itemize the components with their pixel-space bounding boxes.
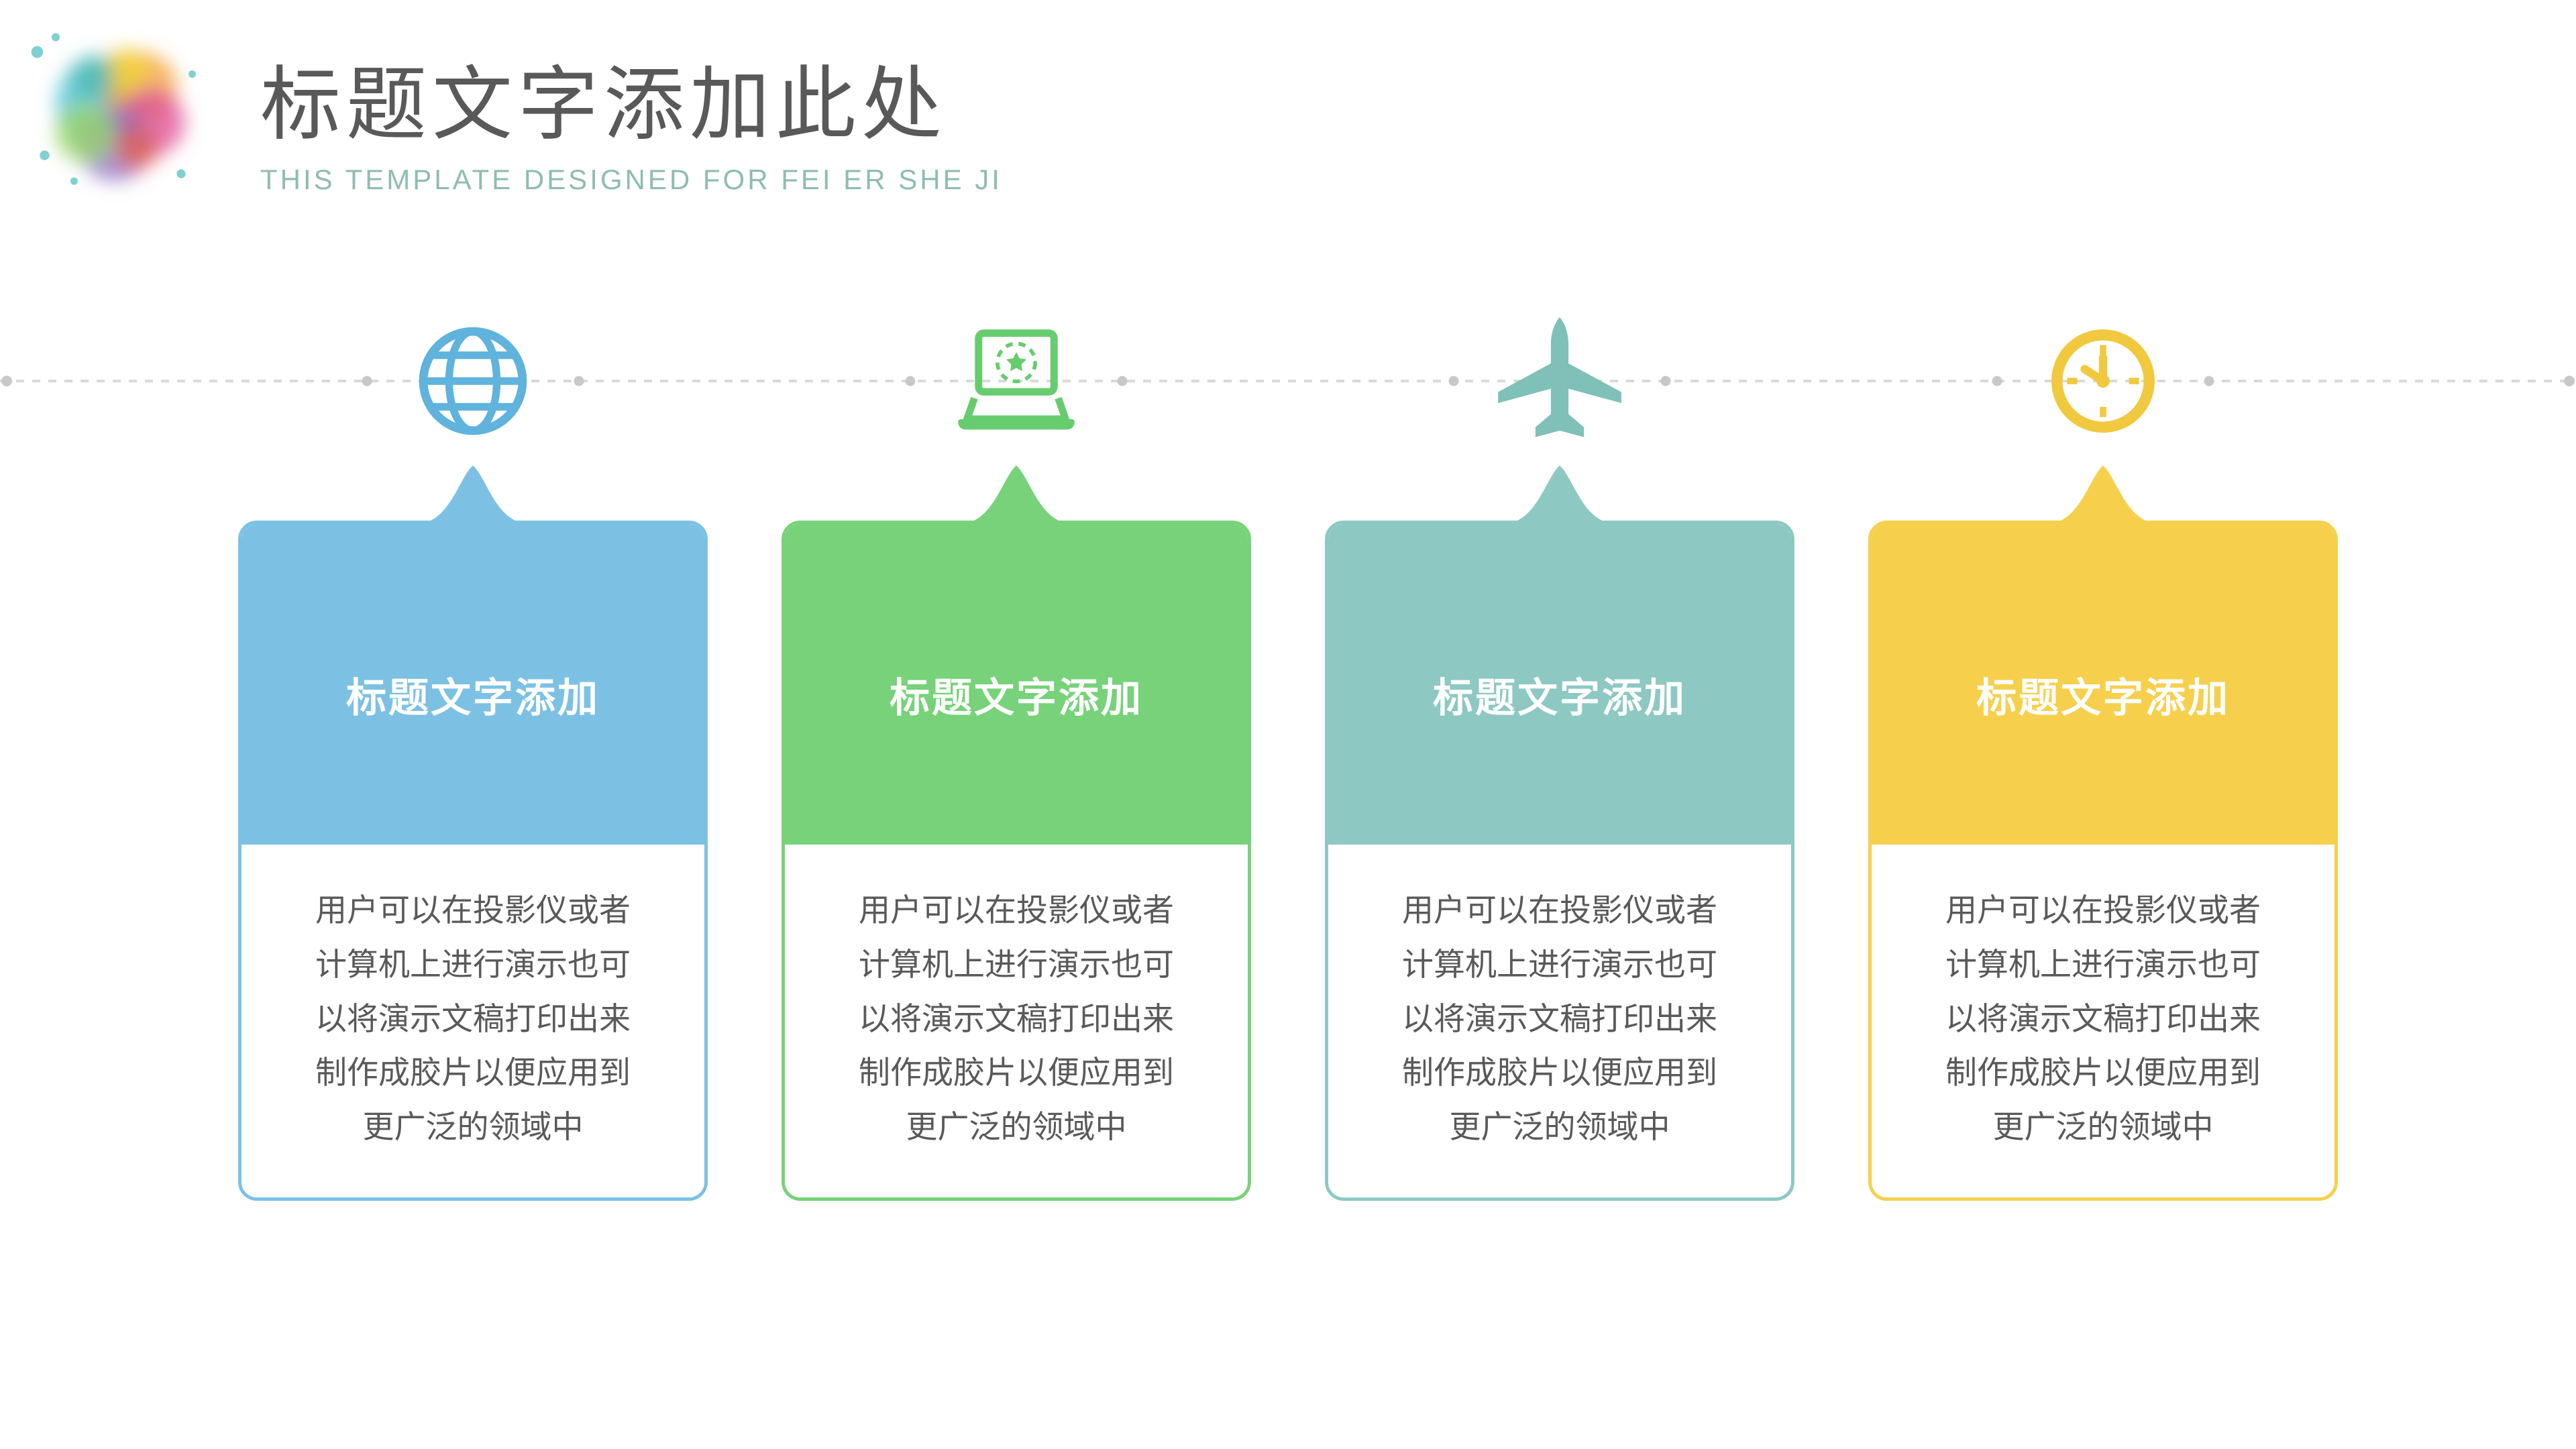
page-title: 标题文字添加此处 bbox=[260, 60, 947, 150]
card-body-text: 用户可以在投影仪或者计算机上进行演示也可以将演示文稿打印出来制作成胶片以便应用到… bbox=[859, 892, 1174, 1145]
timeline-dot bbox=[1448, 376, 1459, 386]
slide-header: 标题文字添加此处 THIS TEMPLATE DESIGNED FOR FEI … bbox=[19, 19, 1002, 240]
timeline-dot bbox=[905, 376, 916, 386]
card-header: 标题文字添加 bbox=[1872, 524, 2334, 845]
laptop-icon bbox=[958, 329, 1075, 429]
card-title: 标题文字添加 bbox=[346, 675, 600, 720]
info-card: 标题文字添加 用户可以在投影仪或者计算机上进行演示也可以将演示文稿打印出来制作成… bbox=[238, 521, 708, 1201]
timeline-dot bbox=[362, 376, 372, 386]
card-title: 标题文字添加 bbox=[1976, 675, 2230, 720]
cards-row: 标题文字添加 用户可以在投影仪或者计算机上进行演示也可以将演示文稿打印出来制作成… bbox=[0, 297, 2576, 1201]
timeline-column-1: 标题文字添加 用户可以在投影仪或者计算机上进行演示也可以将演示文稿打印出来制作成… bbox=[238, 297, 708, 1201]
icon-node bbox=[1868, 297, 2338, 466]
card-header: 标题文字添加 bbox=[1328, 524, 1791, 845]
info-card: 标题文字添加 用户可以在投影仪或者计算机上进行演示也可以将演示文稿打印出来制作成… bbox=[1325, 521, 1794, 1201]
watercolor-logo bbox=[31, 33, 196, 185]
page-subtitle: THIS TEMPLATE DESIGNED FOR FEI ER SHE JI bbox=[260, 164, 1002, 195]
icon-node bbox=[1325, 297, 1794, 466]
title-block: 标题文字添加此处 THIS TEMPLATE DESIGNED FOR FEI … bbox=[260, 60, 1002, 196]
card-header: 标题文字添加 bbox=[241, 524, 704, 845]
info-card: 标题文字添加 用户可以在投影仪或者计算机上进行演示也可以将演示文稿打印出来制作成… bbox=[1868, 521, 2338, 1201]
globe-icon bbox=[419, 327, 527, 435]
timeline-dot bbox=[1, 376, 12, 386]
timeline-dot bbox=[574, 376, 584, 386]
info-card: 标题文字添加 用户可以在投影仪或者计算机上进行演示也可以将演示文稿打印出来制作成… bbox=[782, 521, 1251, 1201]
card-body-text: 用户可以在投影仪或者计算机上进行演示也可以将演示文稿打印出来制作成胶片以便应用到… bbox=[1945, 892, 2261, 1145]
card-pointer bbox=[2053, 466, 2153, 523]
timeline-dot bbox=[2204, 376, 2214, 386]
card-pointer bbox=[1509, 466, 1610, 523]
icon-node bbox=[238, 297, 708, 466]
timeline-dot bbox=[2564, 376, 2575, 386]
icon-node bbox=[782, 297, 1251, 466]
card-body-text: 用户可以在投影仪或者计算机上进行演示也可以将演示文稿打印出来制作成胶片以便应用到… bbox=[1402, 892, 1717, 1145]
timeline-dot bbox=[1992, 376, 2002, 386]
timeline-dot bbox=[1117, 376, 1128, 386]
clock-icon bbox=[2051, 329, 2155, 433]
card-header: 标题文字添加 bbox=[785, 524, 1248, 845]
timeline-column-3: 标题文字添加 用户可以在投影仪或者计算机上进行演示也可以将演示文稿打印出来制作成… bbox=[1325, 297, 1794, 1201]
card-pointer bbox=[966, 466, 1067, 523]
card-pointer bbox=[423, 466, 523, 523]
card-title: 标题文字添加 bbox=[1433, 675, 1686, 720]
timeline-line bbox=[0, 376, 2576, 386]
card-body-text: 用户可以在投影仪或者计算机上进行演示也可以将演示文稿打印出来制作成胶片以便应用到… bbox=[315, 892, 631, 1145]
timeline-column-4: 标题文字添加 用户可以在投影仪或者计算机上进行演示也可以将演示文稿打印出来制作成… bbox=[1868, 297, 2338, 1201]
card-title: 标题文字添加 bbox=[890, 675, 1143, 720]
timeline-column-2: 标题文字添加 用户可以在投影仪或者计算机上进行演示也可以将演示文稿打印出来制作成… bbox=[782, 297, 1251, 1201]
plane-icon bbox=[1498, 317, 1621, 437]
timeline-dot bbox=[1660, 376, 1671, 386]
